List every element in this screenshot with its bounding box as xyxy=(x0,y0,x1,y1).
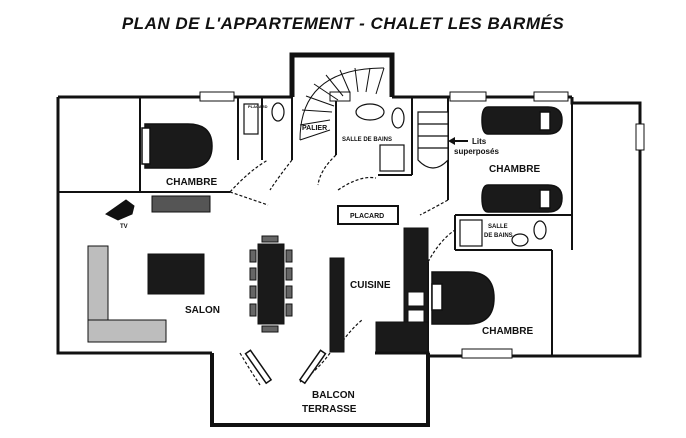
label-lits: Lits xyxy=(472,137,487,146)
kitchen xyxy=(329,205,429,353)
chair xyxy=(249,285,257,299)
door-placard xyxy=(337,176,377,191)
window-right-side xyxy=(635,123,645,151)
label-terrasse: TERRASSE xyxy=(302,404,357,415)
tv-cabinet xyxy=(151,195,211,213)
salon-furniture xyxy=(87,195,293,343)
tv-icon xyxy=(105,199,135,221)
fixtures xyxy=(243,102,547,247)
chair xyxy=(249,249,257,263)
door-chambre3 xyxy=(427,229,456,263)
label-chambre-1: CHAMBRE xyxy=(166,177,217,188)
window-chambre2b xyxy=(533,91,569,102)
window-chambre3 xyxy=(461,348,513,359)
toilet-1 xyxy=(271,102,285,122)
stairs xyxy=(299,67,385,141)
placard-left-box xyxy=(243,103,259,135)
beds xyxy=(141,106,563,325)
chair xyxy=(261,325,279,333)
label-tv: TV xyxy=(120,224,128,230)
outer-wall-top-left xyxy=(56,97,212,355)
door-balcon-r xyxy=(299,352,331,383)
bed-chambre3 xyxy=(431,271,495,325)
window-chambre1 xyxy=(199,91,235,102)
toilet-bath2 xyxy=(533,220,547,240)
door-chambre1 xyxy=(229,159,269,193)
sink-bath2 xyxy=(511,233,529,247)
label-placard: PLACARD xyxy=(350,213,384,220)
shower-bath2 xyxy=(459,219,483,247)
chair xyxy=(285,267,293,281)
label-chambre-2: CHAMBRE xyxy=(489,164,540,175)
kitchen-counter-bottom xyxy=(375,321,429,353)
kitchen-island xyxy=(329,257,345,353)
label-salle-de-bains-1: SALLE DE BAINS xyxy=(342,137,392,143)
placard-box xyxy=(337,205,399,225)
chair xyxy=(249,303,257,317)
label-placard-left: PLACARD xyxy=(248,104,268,109)
sofa-bottom xyxy=(87,319,167,343)
chair xyxy=(285,249,293,263)
dining-table xyxy=(257,243,285,325)
door-bath1 xyxy=(317,154,337,186)
chair xyxy=(261,235,279,243)
label-cuisine: CUISINE xyxy=(350,280,391,291)
label-superposes: superposés xyxy=(454,147,499,156)
left-arrow-icon xyxy=(448,137,468,145)
coffee-table xyxy=(147,253,205,295)
shower-bath1 xyxy=(379,144,405,172)
stairwell-wall xyxy=(289,52,395,97)
toilet-bath1 xyxy=(391,107,405,129)
chair xyxy=(285,285,293,299)
door-chambre2 xyxy=(419,199,449,216)
chair xyxy=(285,303,293,317)
page-title: PLAN DE L'APPARTEMENT - CHALET LES BARMÉ… xyxy=(121,14,565,33)
label-palier: PALIER xyxy=(302,125,327,132)
label-salle-de-bains-2a: SALLE xyxy=(488,224,508,230)
balcony-wall xyxy=(210,353,430,427)
label-salon: SALON xyxy=(185,305,220,316)
chair xyxy=(249,267,257,281)
door-chambre1b xyxy=(229,191,269,206)
outer-wall-right xyxy=(552,97,642,358)
label-balcon: BALCON xyxy=(312,390,355,401)
bed-chambre1 xyxy=(144,123,213,169)
label-salle-de-bains-2b: DE BAINS xyxy=(484,233,513,239)
bunk-ladder xyxy=(417,111,449,169)
sink-bath1 xyxy=(355,103,385,121)
label-chambre-3: CHAMBRE xyxy=(482,326,533,337)
door-palier xyxy=(269,159,293,191)
balcony-door-leaves xyxy=(244,349,327,385)
window-chambre2a xyxy=(449,91,487,102)
windows xyxy=(199,91,645,359)
